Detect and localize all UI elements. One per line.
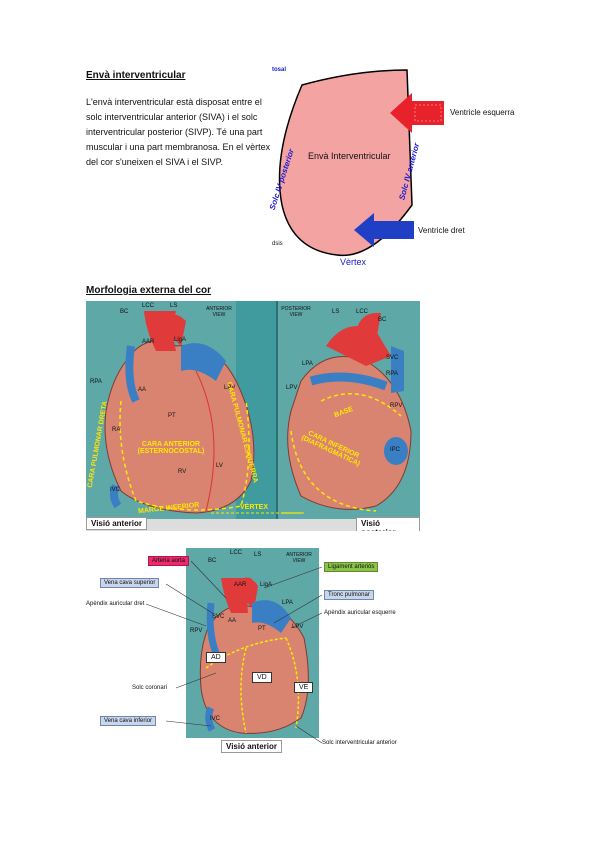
leader-lines [145,560,323,744]
tag-tronc-pulmonar: Tronc pulmonar [324,590,374,600]
fig1-label-ivc: IVC [110,487,121,493]
arrow-top-label: Ventricle esquerra [450,108,515,117]
fig1-post-label-ls: LS [332,309,340,315]
fig2-label-lpa: LPA [282,600,293,606]
fig1-label-ra: RA [112,427,121,433]
fig2-label-aar: AAR [234,582,247,588]
fig1-label-lv: LV [216,463,223,469]
top-mark: tosal [272,67,287,73]
face-label-anterior: CARA ANTERIOR (ESTERNOCOSTAL) [137,441,205,455]
fig2-label-ivc: IVC [210,716,221,722]
fig1-label-liga: LigA [174,337,187,343]
tag-vena-cava-inferior: Vena cava inferior [100,716,157,726]
fig1-label-ls: LS [170,303,178,309]
bottom-left-mark: dsis [272,241,283,247]
label-ad: AD [206,652,226,663]
figure2-panel: ANTERIOR VIEW BC LCC LS AAR LigA LPA SVC… [186,548,319,738]
figure2-svg [199,577,309,734]
vertex-label: Vèrtex [340,257,367,267]
posterior-view-title: POSTERIOR VIEW [281,306,311,318]
fig2-label-bc: BC [208,558,217,564]
figure2: ANTERIOR VIEW BC LCC LS AAR LigA LPA SVC… [86,548,426,758]
fig2-label-rpv: RPV [190,628,203,634]
fig1-label-lpv: LPV [224,385,236,391]
caption-anterior: Visió anterior [86,517,147,530]
septum-center-label: Envà Interventricular [308,151,391,161]
fig2-label-liga: LigA [260,582,273,588]
label-vd: VD [252,672,272,683]
anno-apendix-dret: Apèndix auricular dret [86,601,145,607]
tag-ligament-arterios: Ligament arteriós [324,562,379,572]
tag-vena-cava-superior: Vena cava superior [100,578,160,588]
anterior-view-title: ANTERIOR VIEW [206,306,232,318]
fig2-label-lpv: LPV [292,624,304,630]
figure1: ANTERIOR VIEW BC LCC LS AAR LigA RPA AA … [86,301,420,531]
figure1-svg [104,311,412,514]
anterior-heart [104,311,255,514]
fig2-label-ls: LS [254,552,262,558]
arrow-bottom-label: Ventricle dret [418,226,465,235]
fig1-post-label-ipc: IPC [390,447,401,453]
blue-arrow-icon [354,213,414,247]
fig1-post-label-rpa: RPA [386,371,398,377]
fig2-label-svc: SVC [212,614,225,620]
caption-posterior: Visió posterior [356,517,420,531]
fig2-label-aa: AA [228,618,237,624]
septum-svg [278,69,444,257]
fig1-post-label-lcc: LCC [356,309,369,315]
fig1-label-lcc: LCC [142,303,155,309]
caption-figure2: Visió anterior [221,740,282,753]
anno-solc-interventricular: Solc interventricular anterior [322,740,397,746]
fig2-view-title: ANTERIOR VIEW [286,552,312,564]
septum-shape [278,69,413,257]
fig1-label-aa: AA [138,387,147,393]
fig1-post-label-bc: BC [378,317,387,323]
fig1-label-pt: PT [168,413,176,419]
tag-arteria-aorta: Arteria aorta [148,556,190,566]
fig1-label-aar: AAR [142,339,155,345]
section1-paragraph: L'envà interventricular està disposat en… [86,97,271,167]
fig1-label-rv: RV [178,469,187,475]
section2-heading: Morfologia externa del cor [86,285,212,296]
fig1-post-label-rpv: RPV [390,403,403,409]
anno-solc-coronari: Solc coronari [132,685,168,691]
fig1-label-bc: BC [120,309,129,315]
section1-heading: Envà interventricular [86,70,186,81]
caption-strip [86,519,420,531]
fig1-post-label-lpa: LPA [302,361,313,367]
fig1-post-label-svc: SVC [386,355,399,361]
red-arrow-icon [390,93,444,133]
fig1-post-label-lpv: LPV [286,385,298,391]
posterior-heart [287,312,412,512]
septum-diagram: tosal Envà Interventricular Solc IV post… [262,65,522,275]
fig2-label-lcc: LCC [230,550,243,556]
separator-line [276,301,278,519]
anno-apendix-esquerre: Apèndix auricular esquerre [324,610,396,616]
fig2-label-pt: PT [258,626,266,632]
label-ve: VE [294,682,314,693]
fig1-label-rpa: RPA [90,379,102,385]
vertex-fig-label: VÈRTEX [240,504,269,511]
